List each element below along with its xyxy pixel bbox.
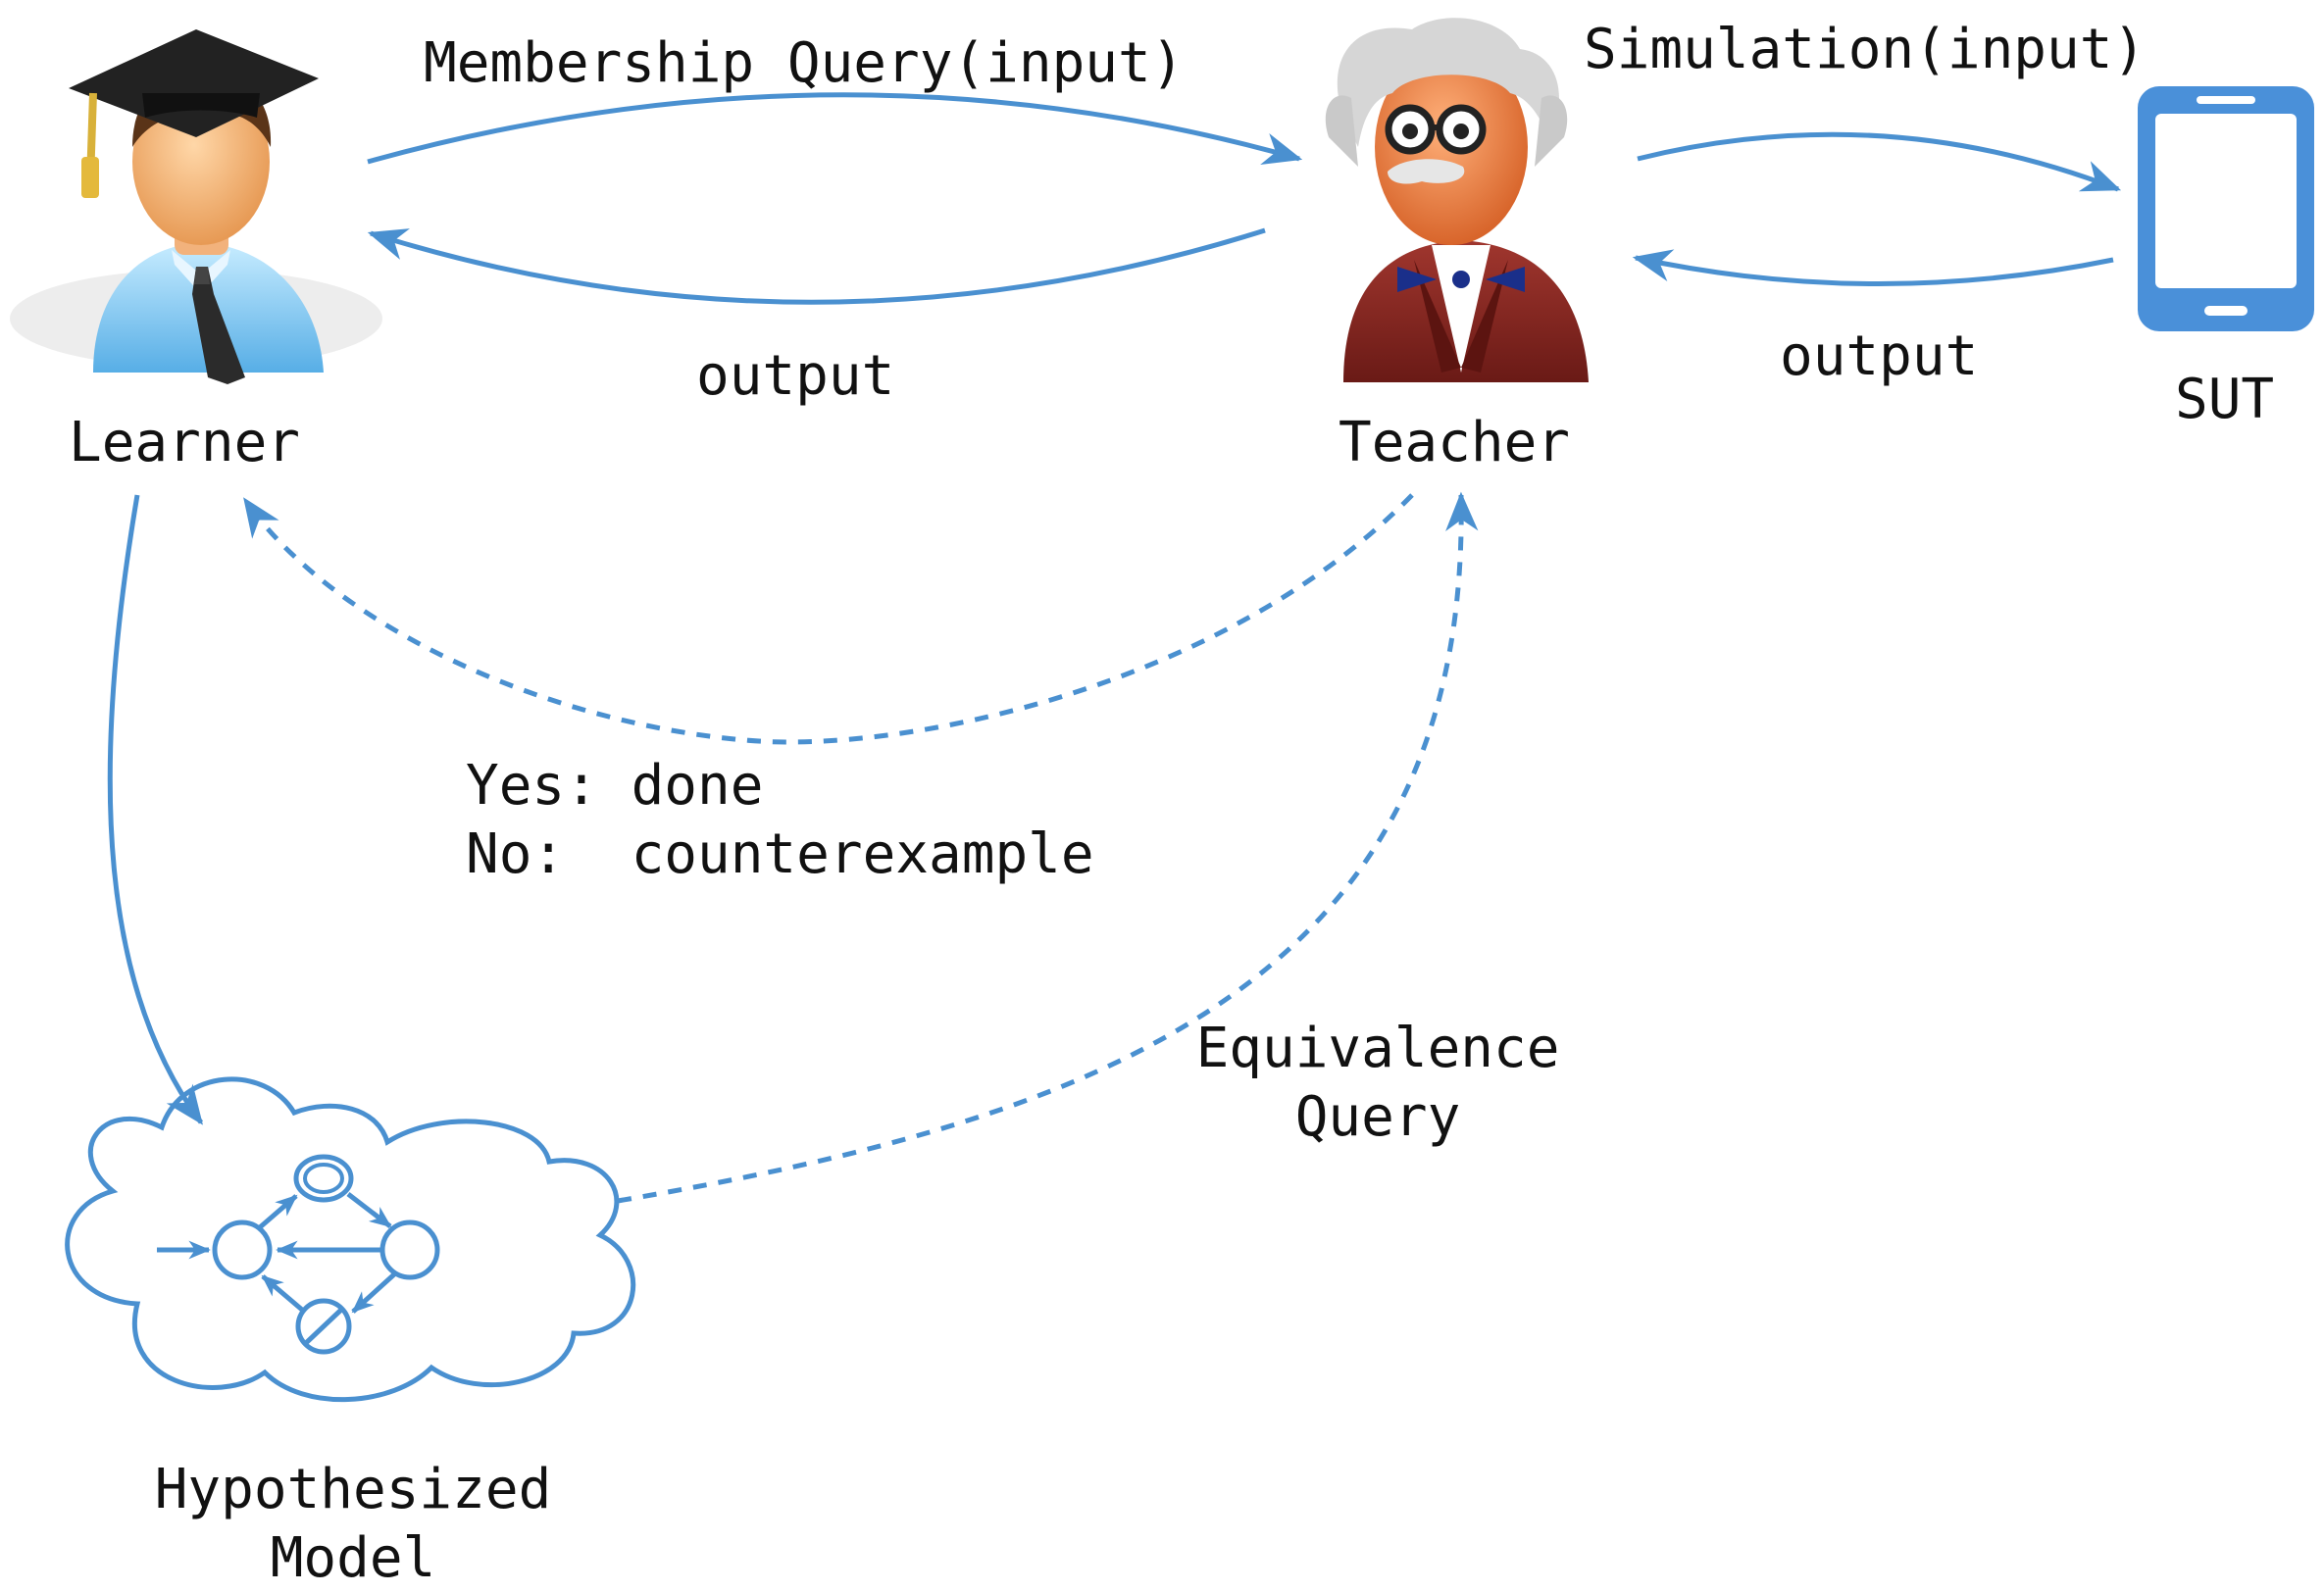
simulation-arrow: [1637, 131, 2122, 192]
model-label-line2: Model: [271, 1526, 436, 1590]
membership-query-label: Membership Query(input): [424, 31, 1184, 95]
professor-icon: [1325, 18, 1589, 382]
model-label-line1: Hypothesized: [155, 1458, 552, 1521]
simulation-label: Simulation(input): [1584, 18, 2146, 81]
smartphone-icon: [2138, 86, 2314, 331]
sut-label: SUT: [2175, 368, 2274, 431]
learner-output-label: output: [696, 344, 894, 408]
answer-arrow: [242, 493, 1414, 745]
learner-label: Learner: [69, 411, 300, 474]
answer-yes-label: Yes: done: [466, 754, 763, 818]
sut-output-arrow: [1632, 249, 2114, 286]
graduate-student-icon: [10, 29, 382, 384]
membership-query-arrow: [367, 92, 1303, 166]
sut-output-label: output: [1780, 324, 1978, 388]
equivalence-query-arrow: [617, 491, 1479, 1204]
equivalence-label-line1: Equivalence: [1196, 1017, 1560, 1080]
answer-no-label: No: counterexample: [466, 822, 1094, 886]
state-machine-cloud-icon: [65, 1076, 636, 1403]
equivalence-label-line2: Query: [1295, 1085, 1461, 1149]
learner-to-model-arrow: [107, 494, 204, 1125]
learner-output-arrow: [367, 227, 1266, 305]
teacher-label: Teacher: [1339, 411, 1570, 474]
